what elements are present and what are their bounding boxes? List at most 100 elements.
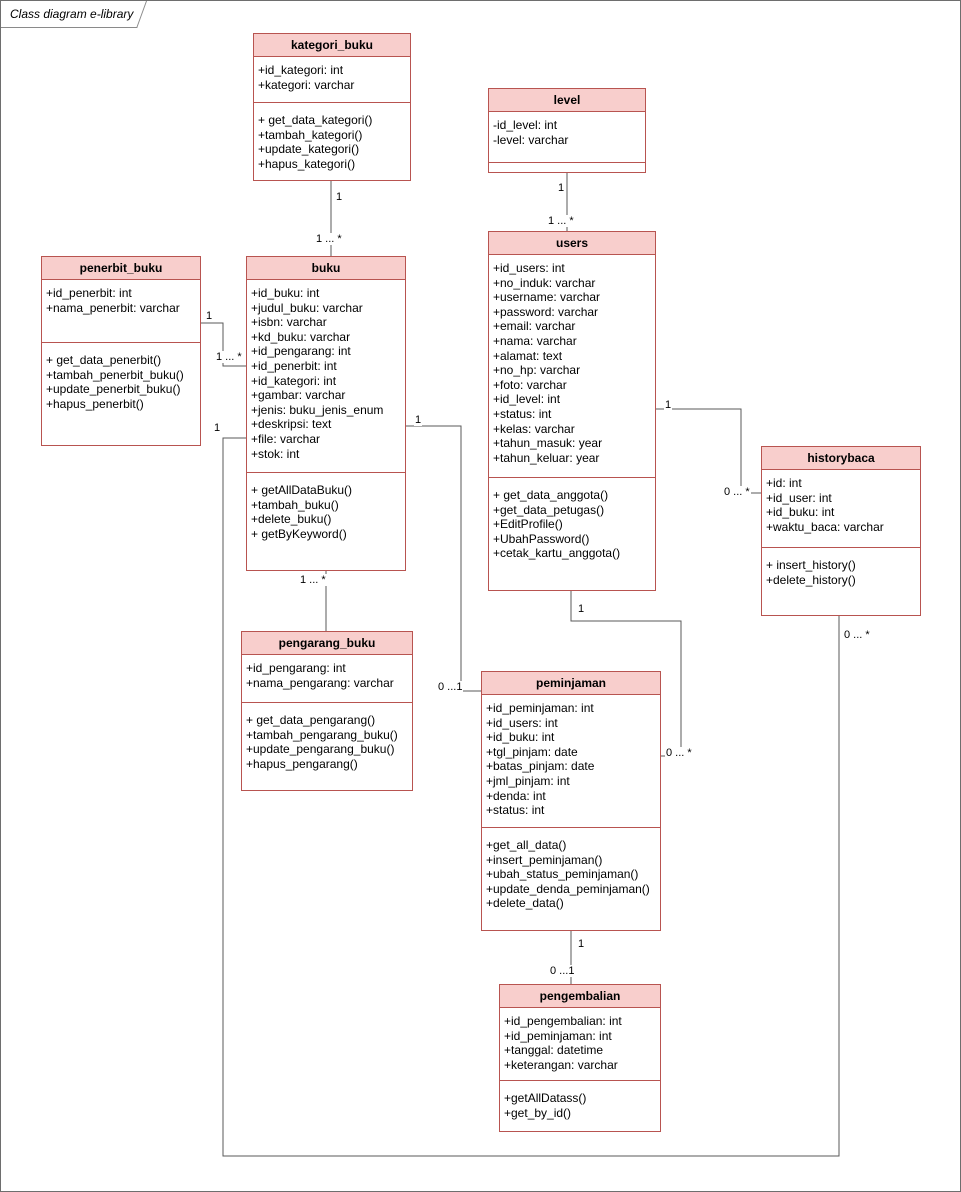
attribute: +status: int — [493, 406, 552, 421]
method: +tambah_pengarang_buku() — [246, 727, 398, 742]
attribute: +id_kategori: int — [251, 373, 337, 388]
multiplicity-label: 1 ... * — [215, 351, 243, 363]
methods-section: +get_all_data()+insert_peminjaman()+ubah… — [482, 828, 660, 930]
method: +ubah_status_peminjaman() — [486, 867, 639, 882]
class-users[interactable]: users+id_users: int+no_induk: varchar+us… — [488, 231, 656, 591]
attributes-section: +id_penerbit: int+nama_penerbit: varchar — [42, 280, 200, 343]
methods-section: + getAllDataBuku()+tambah_buku()+delete_… — [247, 473, 405, 570]
methods-section: + get_data_pengarang()+tambah_pengarang_… — [242, 703, 412, 790]
attributes-section: +id_pengembalian: int+id_peminjaman: int… — [500, 1008, 660, 1081]
attributes-section: -id_level: int-level: varchar — [489, 112, 645, 163]
attribute: +stok: int — [251, 446, 300, 461]
attribute: +nama: varchar — [493, 333, 577, 348]
attribute: +foto: varchar — [493, 377, 567, 392]
class-penerbit_buku[interactable]: penerbit_buku+id_penerbit: int+nama_pene… — [41, 256, 201, 446]
attribute: +batas_pinjam: date — [486, 759, 595, 774]
attribute: +kelas: varchar — [493, 421, 575, 436]
attribute: +id_buku: int — [486, 730, 555, 745]
attribute: +id_peminjaman: int — [486, 701, 594, 715]
attributes-section: +id_kategori: int+kategori: varchar — [254, 57, 410, 103]
method: +get_by_id() — [504, 1105, 572, 1120]
attribute: +alamat: text — [493, 348, 563, 363]
class-pengembalian[interactable]: pengembalian+id_pengembalian: int+id_pem… — [499, 984, 661, 1132]
attribute: +id_level: int — [493, 392, 561, 407]
method: +UbahPassword() — [493, 531, 590, 546]
class-title-kategori_buku: kategori_buku — [254, 34, 410, 57]
multiplicity-label: 1 ... * — [299, 574, 327, 586]
method: +delete_history() — [766, 572, 856, 587]
attribute: +jenis: buku_jenis_enum — [251, 402, 384, 417]
class-buku[interactable]: buku+id_buku: int+judul_buku: varchar+is… — [246, 256, 406, 571]
attribute: +password: varchar — [493, 304, 599, 319]
multiplicity-label: 1 — [205, 310, 214, 322]
attribute: +id_penerbit: int — [46, 286, 132, 300]
attribute: +no_hp: varchar — [493, 363, 581, 378]
attribute: +id_kategori: int — [258, 63, 344, 77]
method: +hapus_penerbit() — [46, 396, 144, 411]
attribute: +id_users: int — [486, 715, 558, 730]
class-title-penerbit_buku: penerbit_buku — [42, 257, 200, 280]
multiplicity-label: 0 ... * — [723, 486, 751, 498]
attribute: +tgl_pinjam: date — [486, 744, 578, 759]
method: +update_pengarang_buku() — [246, 742, 395, 757]
multiplicity-label: 0 ...1 — [549, 965, 576, 977]
method: + get_data_penerbit() — [46, 353, 162, 367]
attribute: +keterangan: varchar — [504, 1057, 618, 1072]
class-peminjaman[interactable]: peminjaman +id_peminjaman: int+id_users: … — [481, 671, 661, 931]
methods-section — [489, 163, 645, 173]
attribute: -id_level: int — [493, 118, 558, 132]
method: + getAllDataBuku() — [251, 483, 353, 497]
attribute: +nama_penerbit: varchar — [46, 300, 180, 315]
methods-section: + get_data_anggota()+get_data_petugas() +… — [489, 478, 655, 590]
attribute: +id_peminjaman: int — [504, 1028, 612, 1043]
class-kategori_buku[interactable]: kategori_buku+id_kategori: int+kategori:… — [253, 33, 411, 181]
method: + get_data_anggota() — [493, 488, 609, 502]
attribute: +file: varchar — [251, 431, 321, 446]
method: + get_data_kategori() — [258, 113, 373, 127]
attribute: +nama_pengarang: varchar — [246, 675, 394, 690]
method: +update_kategori() — [258, 142, 360, 157]
attribute: +id_buku: int — [766, 505, 835, 520]
multiplicity-label: 1 — [577, 603, 586, 615]
methods-section: + insert_history()+delete_history() — [762, 548, 920, 615]
multiplicity-label: 1 — [577, 938, 586, 950]
attribute: +isbn: varchar — [251, 315, 327, 330]
class-title-historybaca: historybaca — [762, 447, 920, 470]
class-title-users: users — [489, 232, 655, 255]
attribute: -level: varchar — [493, 132, 569, 147]
attributes-section: +id_buku: int+judul_buku: varchar+isbn: … — [247, 280, 405, 473]
method: +cetak_kartu_anggota() — [493, 546, 621, 561]
multiplicity-label: 1 ... * — [315, 233, 343, 245]
class-historybaca[interactable]: historybaca+id: int+id_user: int+id_buku… — [761, 446, 921, 616]
method: +get_data_petugas() — [493, 502, 605, 517]
method: +getAllDatass() — [504, 1091, 587, 1105]
methods-section: + get_data_kategori()+tambah_kategori()+… — [254, 103, 410, 180]
method: +get_all_data() — [486, 838, 567, 852]
class-level[interactable]: level-id_level: int-level: varchar — [488, 88, 646, 173]
attribute: +kd_buku: varchar — [251, 329, 351, 344]
attributes-section: +id: int+id_user: int+id_buku: int+waktu… — [762, 470, 920, 548]
class-title-pengarang_buku: pengarang_buku — [242, 632, 412, 655]
class-pengarang_buku[interactable]: pengarang_buku+id_pengarang: int+nama_pe… — [241, 631, 413, 791]
diagram-title-tab: Class diagram e-library — [1, 1, 147, 28]
attribute: +tahun_keluar: year — [493, 450, 600, 465]
attribute: +email: varchar — [493, 319, 576, 334]
method: +tambah_buku() — [251, 497, 339, 512]
attribute: +tanggal: datetime — [504, 1043, 604, 1058]
diagram-title: Class diagram e-library — [10, 7, 134, 21]
method: + getByKeyword() — [251, 526, 347, 541]
multiplicity-label: 0 ... * — [843, 629, 871, 641]
attribute: +id: int — [766, 476, 802, 490]
multiplicity-label: 1 — [557, 182, 566, 194]
multiplicity-label: 0 ... * — [665, 747, 693, 759]
attributes-section: +id_pengarang: int+nama_pengarang: varch… — [242, 655, 412, 703]
class-title-peminjaman: peminjaman — [482, 672, 660, 695]
method: +update_penerbit_buku() — [46, 382, 181, 397]
attribute: +denda: int — [486, 788, 546, 803]
attribute: +judul_buku: varchar — [251, 300, 363, 315]
method: +delete_buku() — [251, 512, 332, 527]
attribute: +id_pengarang: int — [246, 661, 346, 675]
attribute: +id_pengembalian: int — [504, 1014, 622, 1028]
attribute: +kategori: varchar — [258, 77, 355, 92]
method: +update_denda_peminjaman() — [486, 881, 650, 896]
